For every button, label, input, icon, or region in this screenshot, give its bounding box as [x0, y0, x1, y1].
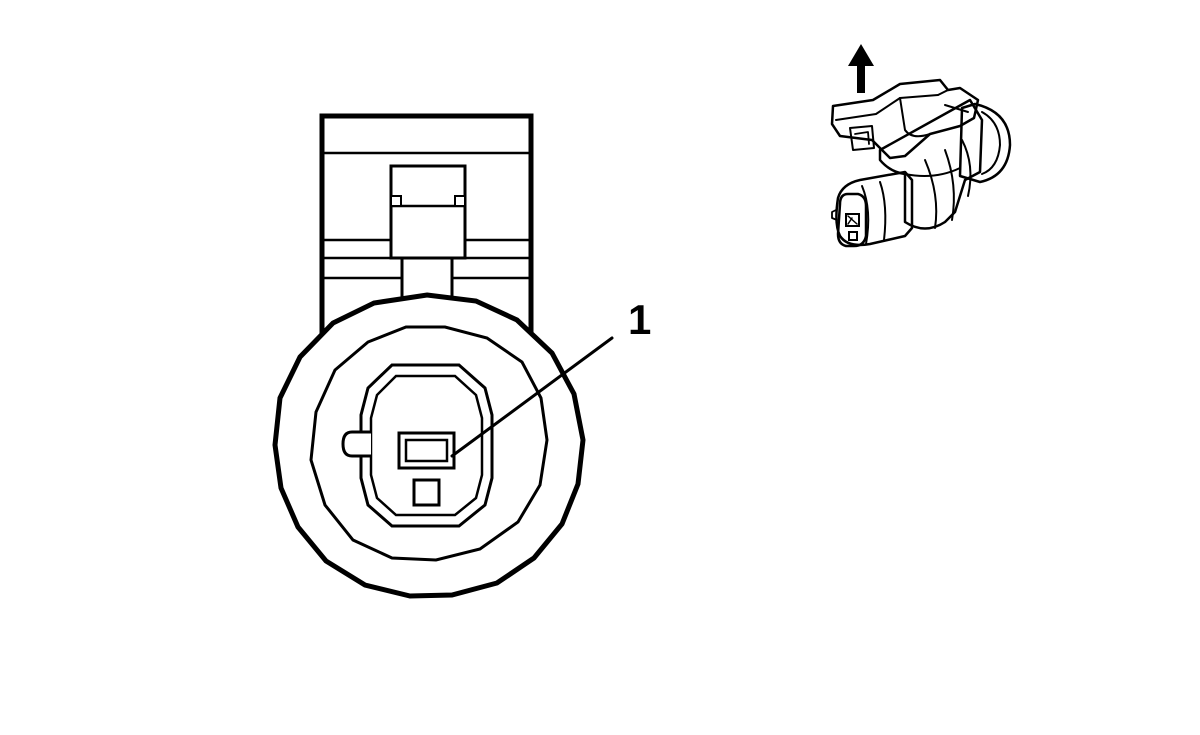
locking-tab: [389, 164, 467, 304]
arrow-up-icon: [848, 44, 874, 93]
coding-key: [341, 430, 371, 458]
connector-isometric-view: [830, 44, 1012, 248]
callout-label-1: 1: [628, 296, 652, 343]
terminal-1: [397, 431, 456, 470]
terminal-cavity-inner: [369, 374, 484, 517]
connector-face-view: [272, 113, 614, 599]
callout-leader-line: [450, 336, 614, 458]
secondary-cavity: [412, 478, 441, 507]
